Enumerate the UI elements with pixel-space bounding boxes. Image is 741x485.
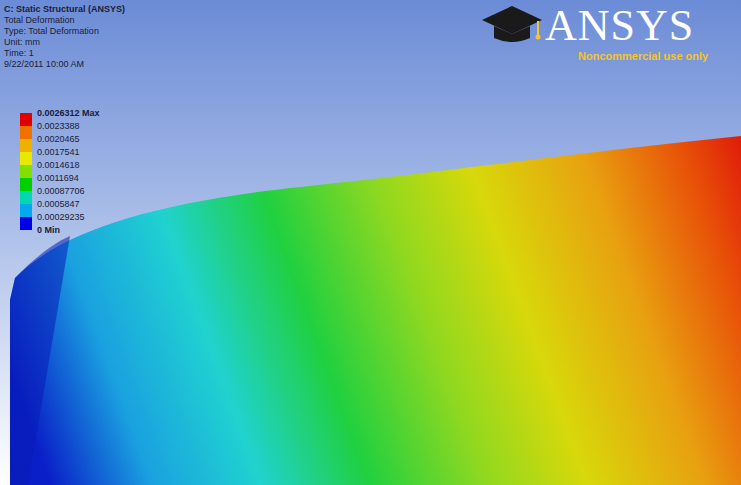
scale-value: 0.00087706 (37, 186, 85, 197)
analysis-title: C: Static Structural (ANSYS) (4, 4, 125, 15)
scale-value: 0.0017541 (37, 147, 80, 158)
scale-value: 0 Min (37, 225, 60, 236)
scale-value: 0.0023388 (37, 121, 80, 132)
scale-value: 0.0026312 Max (37, 108, 100, 119)
result-type: Type: Total Deformation (4, 26, 99, 37)
scale-value: 0.0014618 (37, 160, 80, 171)
unit-note: Unit: mm (4, 37, 40, 48)
scale-value: 0.0011694 (37, 173, 79, 184)
result-name: Total Deformation (4, 15, 75, 26)
time-note: Time: 1 (4, 48, 34, 59)
watermark-logo: ANSYS (545, 4, 694, 48)
scale-value: 0.0020465 (37, 134, 80, 145)
logo-cap (482, 6, 542, 42)
scale-value: 0.00029235 (37, 212, 85, 223)
watermark-note: Noncommercial use only (578, 51, 708, 62)
color-bar (20, 113, 32, 230)
scale-value: 0.0005847 (37, 199, 80, 210)
date-note: 9/22/2011 10:00 AM (4, 59, 84, 70)
